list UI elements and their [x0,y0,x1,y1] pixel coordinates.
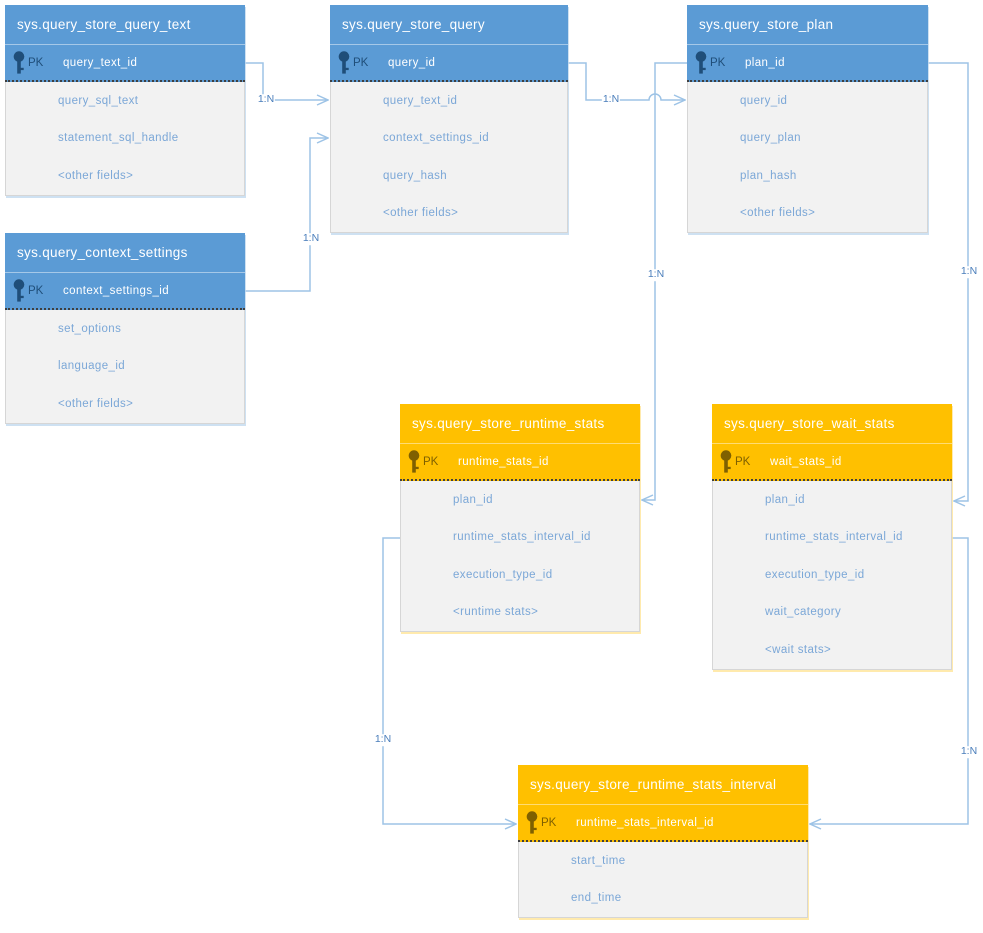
entity-field: <wait stats> [765,643,832,656]
entity-field: set_options [58,322,122,335]
entity-field: wait_category [765,606,842,619]
entity-table-sys-query-store-runtime-stats-interval: sys.query_store_runtime_stats_interval P… [518,765,808,918]
entity-field: execution_type_id [453,568,553,581]
entity-title: sys.query_context_settings [5,233,245,272]
pk-field-name: plan_id [745,56,785,69]
primary-key-icon [13,50,25,74]
pk-field-name: runtime_stats_id [458,455,549,468]
entity-field: <other fields> [58,397,134,410]
entity-pk-row: PK context_settings_id [5,272,245,310]
entity-field: query_text_id [383,94,458,107]
entity-title: sys.query_store_runtime_stats [400,404,640,443]
entity-field: <other fields> [58,169,134,182]
entity-field: plan_hash [740,169,797,182]
entity-field: query_id [740,94,788,107]
entity-body: plan_id runtime_stats_interval_id executio… [712,481,952,670]
entity-pk-row: PK plan_id [687,44,928,82]
entity-pk-row: PK wait_stats_id [712,443,952,481]
entity-body: query_id query_plan plan_hash <other fields… [687,82,928,233]
entity-pk-row: PK runtime_stats_interval_id [518,804,808,842]
entity-field: <other fields> [383,207,459,220]
pk-field-name: query_text_id [63,56,138,69]
entity-table-sys-query-store-runtime-stats: sys.query_store_runtime_stats PK runtime… [400,404,640,632]
entity-field: query_sql_text [58,94,139,107]
entity-table-sys-query-store-plan: sys.query_store_plan PK plan_id query_id… [687,5,928,233]
pk-field-name: wait_stats_id [770,455,842,468]
pk-badge: PK [735,455,751,468]
primary-key-icon [720,449,732,473]
entity-field: context_settings_id [383,132,490,145]
entity-field: query_plan [740,132,801,145]
pk-badge: PK [28,56,44,69]
primary-key-icon [695,50,707,74]
primary-key-icon [408,449,420,473]
pk-badge: PK [28,284,44,297]
entity-body: query_text_id context_settings_id query_ha… [330,82,568,233]
pk-field-name: context_settings_id [63,284,170,297]
entity-body: plan_id runtime_stats_interval_id executio… [400,481,640,632]
entity-field: <other fields> [740,207,816,220]
entity-table-sys-query-context-settings: sys.query_context_settings PK context_se… [5,233,245,424]
entity-table-sys-query-store-query: sys.query_store_query PK query_id query_… [330,5,568,233]
pk-badge: PK [541,816,557,829]
primary-key-icon [13,278,25,302]
entity-field: <runtime stats> [453,606,539,619]
entity-body: set_options language_id <other fields> [5,310,245,424]
entity-field: query_hash [383,169,448,182]
primary-key-icon [338,50,350,74]
entity-pk-row: PK query_text_id [5,44,245,82]
entity-pk-row: PK query_id [330,44,568,82]
entity-pk-row: PK runtime_stats_id [400,443,640,481]
entity-title: sys.query_store_plan [687,5,928,44]
pk-badge: PK [423,455,439,468]
entity-body: query_sql_text statement_sql_handle <other… [5,82,245,196]
pk-field-name: runtime_stats_interval_id [576,816,714,829]
entity-field: language_id [58,360,126,373]
entity-field: runtime_stats_interval_id [453,531,591,544]
pk-badge: PK [710,56,726,69]
entity-field: runtime_stats_interval_id [765,531,903,544]
pk-badge: PK [353,56,369,69]
entity-field: statement_sql_handle [58,132,179,145]
entity-field: plan_id [453,493,493,506]
entity-body: start_time end_time [518,842,808,918]
pk-field-name: query_id [388,56,436,69]
entity-field: start_time [571,854,626,867]
entity-title: sys.query_store_runtime_stats_interval [518,765,808,804]
entity-title: sys.query_store_query_text [5,5,245,44]
primary-key-icon [526,810,538,834]
entity-table-sys-query-store-wait-stats: sys.query_store_wait_stats PK wait_stats… [712,404,952,670]
entity-table-sys-query-store-query-text: sys.query_store_query_text PK query_text… [5,5,245,196]
entity-field: execution_type_id [765,568,865,581]
entity-field: end_time [571,892,622,905]
entity-field: plan_id [765,493,805,506]
entity-title: sys.query_store_wait_stats [712,404,952,443]
entity-title: sys.query_store_query [330,5,568,44]
